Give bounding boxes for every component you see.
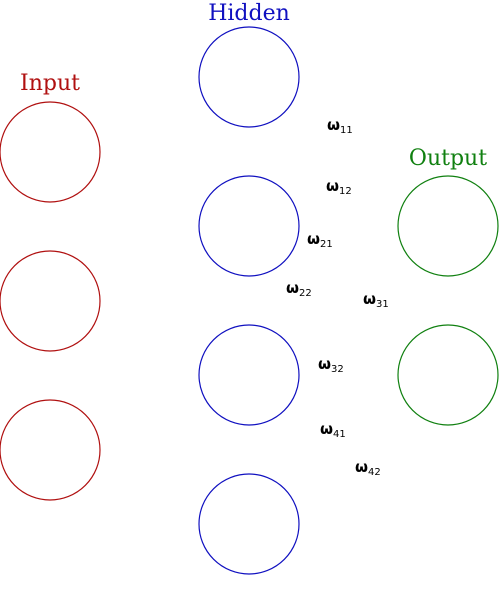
weight-label-w32: ω32	[318, 355, 344, 375]
weight-label-w12: ω12	[326, 177, 352, 197]
weight-label-w22: ω22	[286, 279, 312, 299]
hidden-node-1	[198, 26, 300, 128]
hidden-node-4	[198, 473, 300, 575]
weight-label-w42: ω42	[355, 458, 381, 478]
output-node-2	[397, 324, 499, 426]
input-node-2	[0, 250, 101, 352]
hidden-node-2	[198, 175, 300, 277]
output-layer-title: Output	[409, 146, 487, 171]
weight-label-w31: ω31	[363, 290, 389, 310]
weight-label-w11: ω11	[327, 116, 353, 136]
hidden-node-3	[198, 324, 300, 426]
hidden-layer-title: Hidden	[208, 1, 290, 26]
input-node-3	[0, 399, 101, 501]
output-node-1	[397, 175, 499, 277]
input-node-1	[0, 101, 101, 203]
input-layer-title: Input	[20, 71, 80, 96]
weight-label-w21: ω21	[307, 230, 333, 250]
weight-label-w41: ω41	[320, 420, 346, 440]
